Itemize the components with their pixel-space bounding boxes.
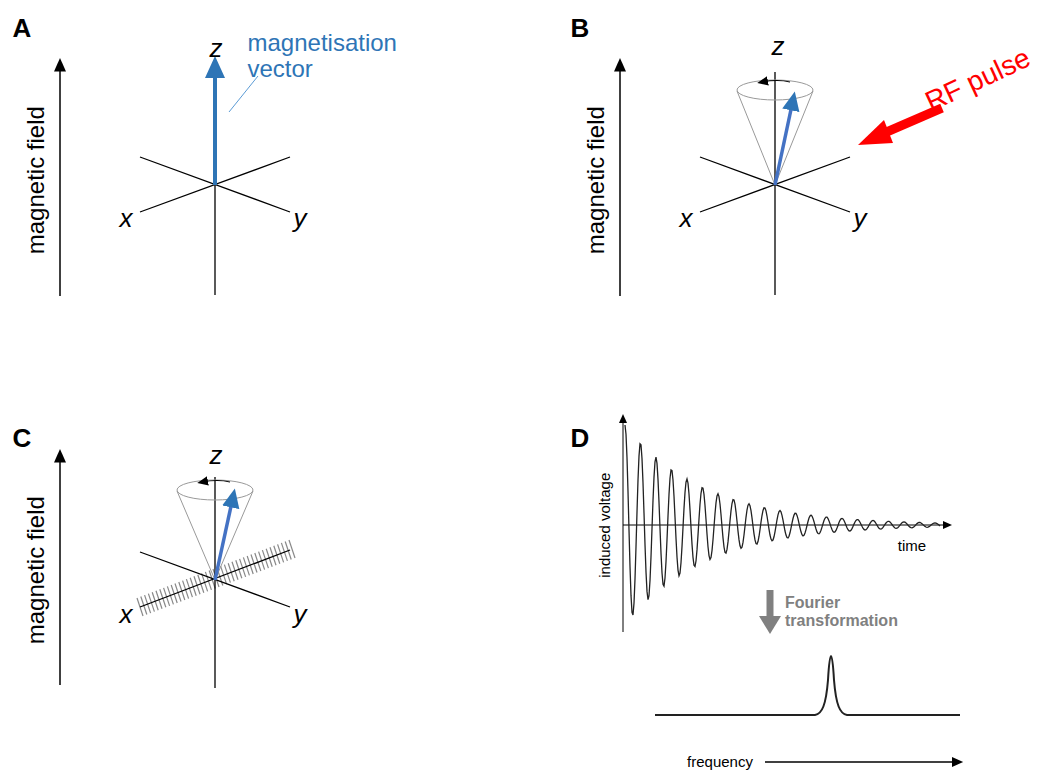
axis-title: time xyxy=(898,538,926,555)
axis-label: x xyxy=(680,204,693,233)
field-arrow xyxy=(619,64,621,296)
ft-arrow xyxy=(759,616,781,634)
process-label: Fourier transformation xyxy=(785,594,935,629)
precession-cone xyxy=(177,480,253,580)
magnetisation-arrow xyxy=(213,66,217,185)
axis-label: x xyxy=(120,600,133,629)
axis-label: y xyxy=(294,600,307,629)
axes xyxy=(140,477,290,688)
callout-label: RF pulse xyxy=(921,42,1036,117)
axis-title: magnetic field xyxy=(23,106,49,254)
axis-label: z xyxy=(210,441,223,470)
axis-title: induced voltage xyxy=(598,472,615,577)
panel-letter: D xyxy=(571,424,590,453)
axis-label: y xyxy=(854,204,867,233)
hatch-stroke xyxy=(289,540,295,558)
rf-pulse-arrow xyxy=(858,120,893,145)
panel-letter: C xyxy=(13,424,32,453)
axis-title: frequency xyxy=(687,754,753,771)
axes xyxy=(700,72,850,295)
fid-signal xyxy=(625,425,940,615)
callout-label: magnetisation vector xyxy=(248,30,413,83)
axis-title: magnetic field xyxy=(23,496,49,644)
spectrum-peak xyxy=(655,656,960,715)
axis-label: y xyxy=(294,204,307,233)
precession-arrow xyxy=(202,481,230,483)
panel-letter: A xyxy=(13,14,32,43)
axis-label: z xyxy=(210,34,223,63)
axis-label: x xyxy=(120,204,133,233)
axis-label: z xyxy=(772,32,785,61)
ft-arrow xyxy=(767,590,774,618)
precession-arrow xyxy=(762,81,790,83)
field-arrow xyxy=(59,455,61,685)
axis-title: magnetic field xyxy=(583,106,609,254)
panel-letter: B xyxy=(571,14,590,43)
frequency-arrow xyxy=(765,761,958,762)
magnetisation-arrow xyxy=(775,100,793,185)
field-arrow xyxy=(59,64,61,296)
precession-cone xyxy=(737,80,813,185)
magnetisation-arrow xyxy=(215,497,233,580)
